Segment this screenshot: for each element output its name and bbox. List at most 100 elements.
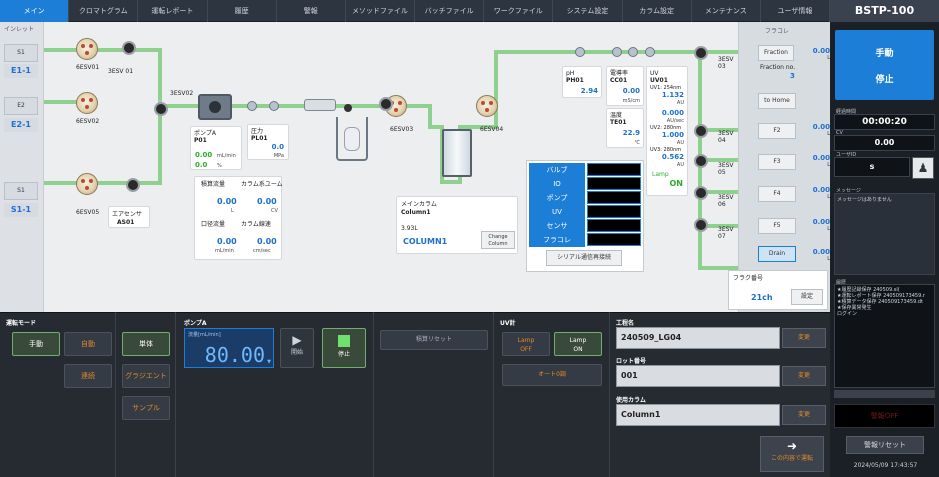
process-name-field[interactable]: 240509_LG04 [616,327,780,349]
tab-alarm[interactable]: 警報 [277,0,346,22]
lot-number-field[interactable]: 001 [616,365,780,387]
column-title: メインカラム [401,201,437,208]
fraction-valve-f3-label: 3ESV 05 [718,162,734,176]
fraction-f4-unit: L [827,194,830,200]
tab-work-file[interactable]: ワークファイル [484,0,554,22]
lamp-off-button[interactable]: Lamp OFF [502,332,550,356]
fraction-header: フラコレ [765,28,790,35]
setpoint-dropdown-icon[interactable]: ▼ [267,359,271,365]
fraction-valve-3esv03-label: 3ESV 03 [718,56,734,70]
temp-title: 温度 [610,112,623,119]
inlet-button-3[interactable]: S1 [4,182,38,200]
fraction-top-value-text: 0.00 [812,47,830,55]
column-volume-label: カラム系ユーム [241,181,283,188]
uv2b-value: 1.000 [661,131,684,139]
pump-flow-value: 0.00 [195,151,213,159]
tab-method-file[interactable]: メソッドファイル [346,0,416,22]
auto-zero-button[interactable]: オート0調 [502,364,602,386]
pump-start-button[interactable]: ▶ 開始 [280,328,314,368]
status-row-sensor-indicator [587,219,641,232]
total-volume-label: 積算流量 [201,181,226,188]
fraction-f5-value-text: 0.00 [812,218,830,226]
fraction-f5-button[interactable]: F5 [758,218,796,234]
process-flow-area [0,22,830,312]
tab-column-settings[interactable]: カラム設定 [623,0,692,22]
valve-6esv01-icon[interactable] [76,38,98,60]
tab-run-report[interactable]: 運転レポート [138,0,208,22]
uv3-label: UV3: 280nm [650,147,682,153]
fraction-top-button[interactable]: Fraction [758,45,794,61]
mixer-tank-icon [336,117,368,161]
fraction-f4-button[interactable]: F4 [758,186,796,202]
elapsed-time-label: 経過時間 [836,109,857,115]
run-with-settings-button[interactable]: ➜ この内容で運転 [760,436,824,472]
run-single-button[interactable]: 単体 [122,332,170,356]
serial-reconnect-button[interactable]: シリアル通信再接続 [546,250,622,266]
column-label: COLUMN1 [403,237,448,246]
message-box: メッセージはありません [834,193,935,275]
valve-6esv02-icon[interactable] [76,92,98,114]
run-type-section [116,312,176,477]
mode-auto-button[interactable]: 自動 [64,332,112,356]
used-column-field[interactable]: Column1 [616,404,780,426]
used-column-change-button[interactable]: 変更 [782,405,826,425]
fraction-f2-button[interactable]: F2 [758,123,796,139]
cv-value: 0.00 [834,135,935,151]
pump-stop-button[interactable]: 停止 [322,328,366,368]
valve-6esv05-icon[interactable] [76,173,98,195]
pump-pct-value: 0.0 [195,161,208,169]
junction-node-icon [379,97,393,111]
run-sample-button[interactable]: サンプル [122,396,170,420]
valve-3esv01-node-icon[interactable] [122,41,136,55]
fraction-top-unit: L [827,55,830,61]
valve-6esv04-icon[interactable] [476,95,498,117]
status-row-uv: UV [529,205,585,219]
conductivity-card: 電導率 CC01 0.00 mS/cm [606,66,644,106]
accum-reset-button[interactable]: 積算リセット [380,330,488,350]
change-column-button[interactable]: Change Column [481,231,515,249]
alarm-reset-button[interactable]: 警報リセット [846,436,924,454]
tab-batch-file[interactable]: バッチファイル [415,0,485,22]
stirrer-icon [344,104,352,112]
tab-user-info[interactable]: ユーザ情報 [761,0,831,22]
history-scrollbar[interactable] [834,390,935,398]
column-icon[interactable] [442,129,472,177]
ph-card: pH PH01 2.94 [562,66,602,98]
inlet-button-2[interactable]: E2 [4,97,38,115]
status-row-pump: ポンプ [529,191,585,205]
tab-main[interactable]: メイン [0,0,70,22]
user-avatar-icon[interactable]: ♟ [912,157,934,179]
valve-3esv02-node-icon[interactable] [154,102,168,116]
tab-maintenance[interactable]: メンテナンス [692,0,761,22]
airsensor-id: AS01 [117,219,135,226]
tab-chromatogram[interactable]: クロマトグラム [69,0,139,22]
pump-flow-setpoint-label: 流量[mL/min] [188,332,221,338]
message-text: メッセージはありません [837,197,892,203]
pressure-value: 0.0 [271,143,284,151]
fraction-count-set-button[interactable]: 設定 [791,289,823,305]
fraction-f3-button[interactable]: F3 [758,154,796,170]
pump-flow-setpoint-value: 80.00 [204,343,265,367]
history-log: ★履歴記録保存 240509.sl( ★運転レポート保存 24050917345… [834,284,935,388]
status-row-fraction-collector-indicator [587,233,641,246]
mode-manual-button[interactable]: 手動 [12,332,60,356]
pump-flow-unit: mL/min [217,153,236,159]
inlet-button-1[interactable]: S1 [4,44,38,62]
brand-title: BSTP-100 [830,0,939,22]
to-home-button[interactable]: to Home [758,93,796,109]
process-name-change-button[interactable]: 変更 [782,328,826,348]
pump-flow-setpoint-field[interactable]: 流量[mL/min] 80.00 ▼ [184,328,274,368]
tab-history[interactable]: 履歴 [208,0,277,22]
tab-system-settings[interactable]: システム設定 [553,0,623,22]
run-mode-section [0,312,116,477]
pump-icon[interactable] [198,94,232,120]
lamp-on-button[interactable]: Lamp ON [554,332,602,356]
mode-continuous-button[interactable]: 連続 [64,364,112,388]
column-name: Column1 [401,209,431,216]
drain-button[interactable]: Drain [758,246,796,262]
lot-number-change-button[interactable]: 変更 [782,366,826,386]
run-gradient-button[interactable]: グラジエント [122,364,170,388]
fraction-no-value: 3 [790,72,795,80]
